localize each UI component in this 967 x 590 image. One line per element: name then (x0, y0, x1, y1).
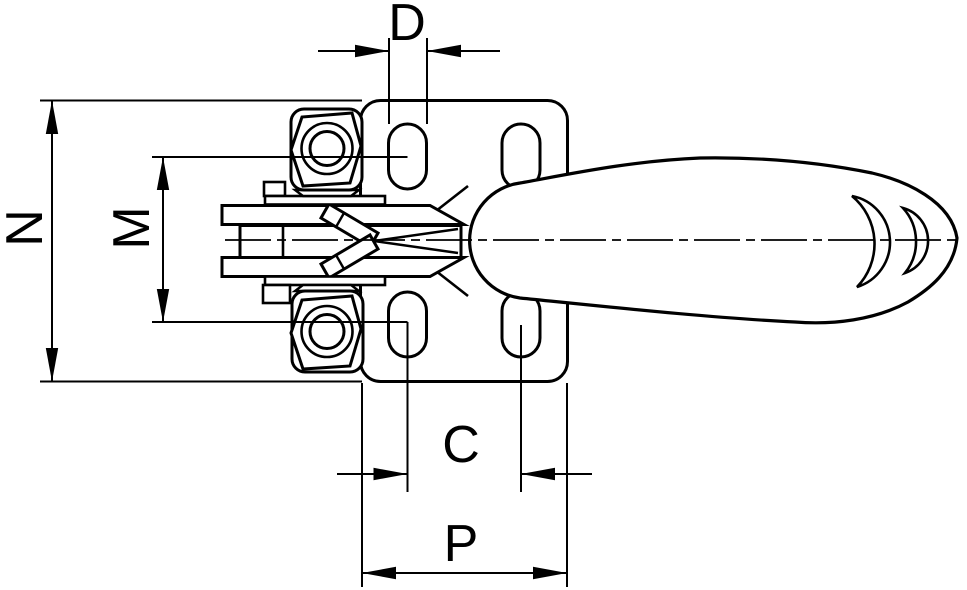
step-top-left (262, 180, 287, 198)
grip-crescent-small (899, 205, 930, 276)
bottom-nut (289, 289, 365, 374)
p-arrow-left (362, 566, 396, 580)
dimension-p: P (361, 383, 568, 587)
grip-crescent-large (851, 194, 892, 289)
dimension-d: D (318, 0, 500, 124)
clamp-mechanism (220, 180, 470, 305)
v-arm-seam-top (334, 212, 346, 228)
dimension-m: M (103, 156, 408, 323)
bottom-nut-bore (308, 313, 346, 350)
dimension-n: N (0, 99, 362, 383)
m-arrow-bottom (156, 289, 170, 322)
c-label: C (442, 416, 480, 474)
dimension-c: C (337, 322, 592, 492)
wedge-line-bottom (373, 239, 459, 255)
p-arrow-right (533, 566, 567, 580)
c-arrow-right (521, 467, 555, 481)
v-arm-seam-bottom (334, 254, 346, 270)
c-arrow-left (373, 467, 408, 481)
mounting-plate (359, 99, 569, 383)
spindle-rod (238, 224, 463, 259)
step-bottom-left (261, 283, 292, 305)
d-label: D (388, 0, 426, 52)
n-arrow-top (45, 100, 59, 134)
wedge-line-top (373, 227, 459, 243)
n-label: N (0, 209, 54, 247)
m-label: M (103, 206, 161, 249)
fork-line-bottom (435, 269, 469, 298)
d-arrow-right (427, 44, 461, 58)
fork-line-top (435, 184, 469, 213)
washer-bar-top (263, 194, 387, 206)
p-label: P (444, 515, 479, 573)
m-arrow-top (156, 157, 170, 190)
v-link-arm-bottom (318, 232, 381, 281)
n-arrow-bottom (45, 348, 59, 382)
top-nut (289, 107, 364, 192)
top-nut-bore (308, 130, 346, 167)
d-arrow-left (355, 44, 389, 58)
